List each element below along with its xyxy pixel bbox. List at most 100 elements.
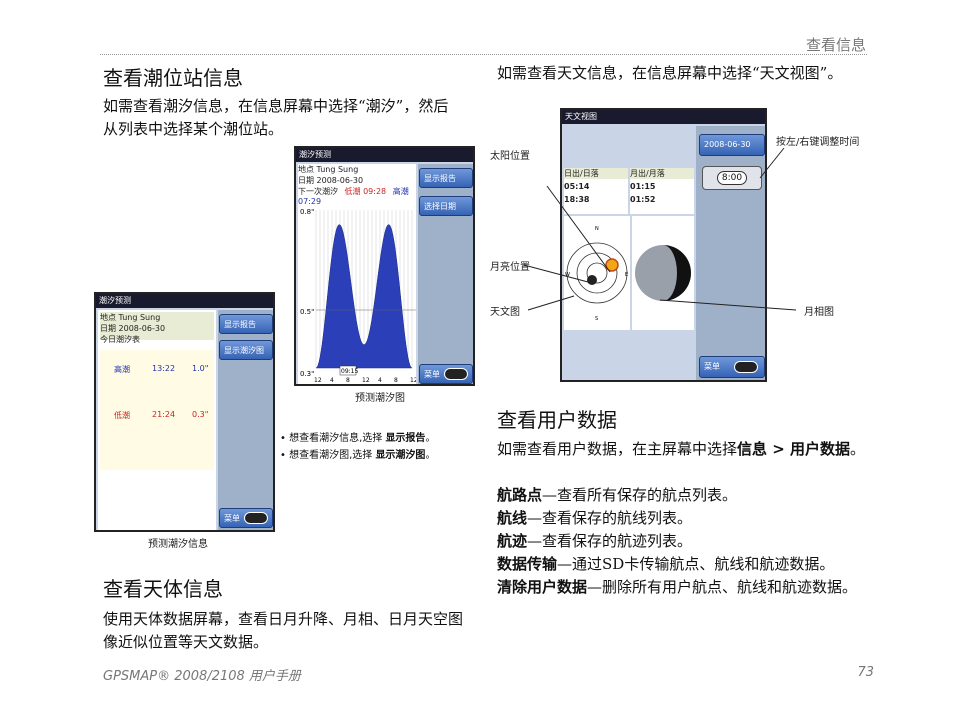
sky-ring-inner [586,262,608,284]
compass-n: N [595,226,599,232]
compass-w: W [565,272,570,278]
tide-chart-screen: 潮汐预测 地点 Tung Sung 日期 2008-06-30 下一次潮汐 低潮… [294,146,475,386]
user-data-paragraph: 如需查看用户数据，在主屏幕中选择信息 > 用户数据。 [497,438,869,461]
moon-shadow [663,245,691,301]
moonset-value: 01:52 [630,195,656,204]
menu-key-icon [244,512,268,524]
bullet-term: 显示潮汐图 [375,450,426,461]
tide-table: 高潮 13:22 1.0" 低潮 21:24 0.3" [100,350,214,470]
user-text-end: 。 [850,440,866,458]
tide-type: 低潮 [114,411,130,420]
celestial-heading: 查看天体信息 [103,577,223,601]
tide-height: 0.3" [192,410,209,419]
list-item: 航迹—查看保存的航迹列表。 [497,530,867,553]
moon-header: 月出/月落 [630,168,694,179]
tide-info-caption: 预测潮汐信息 [148,539,208,550]
x-tick-label: 4 [330,377,334,384]
moon-leader-line [523,264,589,283]
x-tick-label: 12 [362,377,370,384]
time-adjust-control[interactable]: 8:00 [702,166,762,190]
x-tick-label: 12 [410,377,416,384]
sun-header: 日出/日落 [564,168,628,179]
item-term: 数据传输 [497,555,558,573]
location-box: 地点 Tung Sung 日期 2008-06-30 今日潮汐表 [100,312,214,344]
menu-key-icon [734,361,758,373]
location-row: 地点 Tung Sung [298,165,359,174]
item-desc: —通过SD卡传输航点、航线和航迹数据。 [557,555,835,573]
compass-e: E [625,272,628,278]
bullet-end: 。 [425,450,436,461]
select-date-button[interactable]: 选择日期 [419,196,473,216]
tide-info-panel: 地点 Tung Sung 日期 2008-06-30 今日潮汐表 高潮 13:2… [98,310,216,530]
item-desc: —删除所有用户航点、航线和航迹数据。 [587,578,858,596]
bullet-term: 显示报告 [385,433,426,444]
moon-icon [587,275,597,285]
bullet-end: 。 [425,433,436,444]
show-report-button[interactable]: 显示报告 [419,168,473,188]
next-tide-row: 下一次潮汐 低潮 09:28 高潮 07:29 [298,186,416,206]
table-row: 高潮 13:22 1.0" [114,364,214,375]
moon-times-box: 月出/月落 01:15 01:52 [630,168,694,214]
menu-button[interactable]: 菜单 [699,356,765,378]
x-tick-label: 8 [394,377,398,384]
running-header: 查看信息 [805,36,866,54]
item-desc: —查看保存的航迹列表。 [527,532,693,550]
item-term: 航路点 [497,486,543,504]
x-tick-labels: 12 4 8 12 4 8 12 [314,377,416,384]
menu-label: 菜单 [704,362,720,371]
menu-button[interactable]: 菜单 [419,364,473,384]
sky-ring-outer [566,242,628,304]
header-divider [100,54,867,55]
moon-phase-chart [632,216,694,330]
celestial-paragraph: 使用天体数据屏幕，查看日月升降、月相、日月天空图像近似位置等天文数据。 [103,610,464,651]
tide-time: 13:22 [152,364,176,373]
show-tide-chart-button[interactable]: 显示潮汐图 [219,340,273,360]
tide-chart: 0.8" 0.5" 0.3" 09:15 1248124812 [298,206,416,384]
next-high: 高潮 07:29 [298,187,409,206]
date-row: 日期 2008-06-30 [100,324,166,333]
y-label-bottom: 0.3" [300,370,314,378]
astro-paragraph: 如需查看天文信息，在信息屏幕中选择“天文视图”。 [497,64,843,82]
location-row: 地点 Tung Sung [100,313,161,322]
date-button[interactable]: 2008-06-30 [699,134,765,156]
item-desc: —查看保存的航线列表。 [527,509,693,527]
item-term: 航迹 [497,532,528,550]
x-tick-label: 8 [346,377,350,384]
date-row: 日期 2008-06-30 [298,176,364,185]
bullet-text: 想查看潮汐图,选择 [289,450,376,461]
tide-chart-caption: 预测潮汐图 [355,393,405,404]
user-data-list: 航路点—查看所有保存的航点列表。 航线—查看保存的航线列表。 航迹—查看保存的航… [497,484,867,599]
x-tick-label: 4 [378,377,382,384]
bullet-text: 想查看潮汐信息,选择 [289,433,386,444]
today-row: 今日潮汐表 [100,335,140,344]
phase-leader-line [659,299,797,311]
sky-ring-middle [576,252,618,294]
sun-callout-label: 太阳位置 [490,151,530,162]
time-marker: 09:15 [341,368,358,375]
sunrise-value: 05:14 [564,182,590,191]
menu-label: 菜单 [424,370,440,379]
footer-manual-title: GPSMAP® 2008/2108 用户手册 [103,669,301,684]
menu-label: 菜单 [224,514,240,523]
tide-info-screen: 潮汐预测 地点 Tung Sung 日期 2008-06-30 今日潮汐表 高潮… [94,292,275,532]
next-tide-label: 下一次潮汐 [298,187,338,196]
user-text: 如需查看用户数据，在主屏幕中选择 [497,440,738,458]
list-item: • 想查看潮汐信息,选择 显示报告。 [280,433,436,444]
show-report-button[interactable]: 显示报告 [219,314,273,334]
item-term: 航线 [497,509,528,527]
sky-callout-label: 天文图 [490,307,520,318]
adjust-leader-line [759,147,785,179]
moon-callout-label: 月亮位置 [490,262,530,273]
moonrise-value: 01:15 [630,182,656,191]
menu-key-icon [444,368,468,380]
item-term: 清除用户数据 [497,578,588,596]
menu-button[interactable]: 菜单 [219,508,273,528]
compass-s: S [595,316,598,322]
list-item: • 想查看潮汐图,选择 显示潮汐图。 [280,450,436,461]
y-label-mid: 0.5" [300,308,314,316]
x-tick-label: 12 [314,377,322,384]
tide-type: 高潮 [114,365,130,374]
astro-view-screen: 天文视图 2008-06-30 8:00 菜单 日出/日落 05:14 18:3… [560,108,767,382]
sun-times-box: 日出/日落 05:14 18:38 [564,168,628,214]
